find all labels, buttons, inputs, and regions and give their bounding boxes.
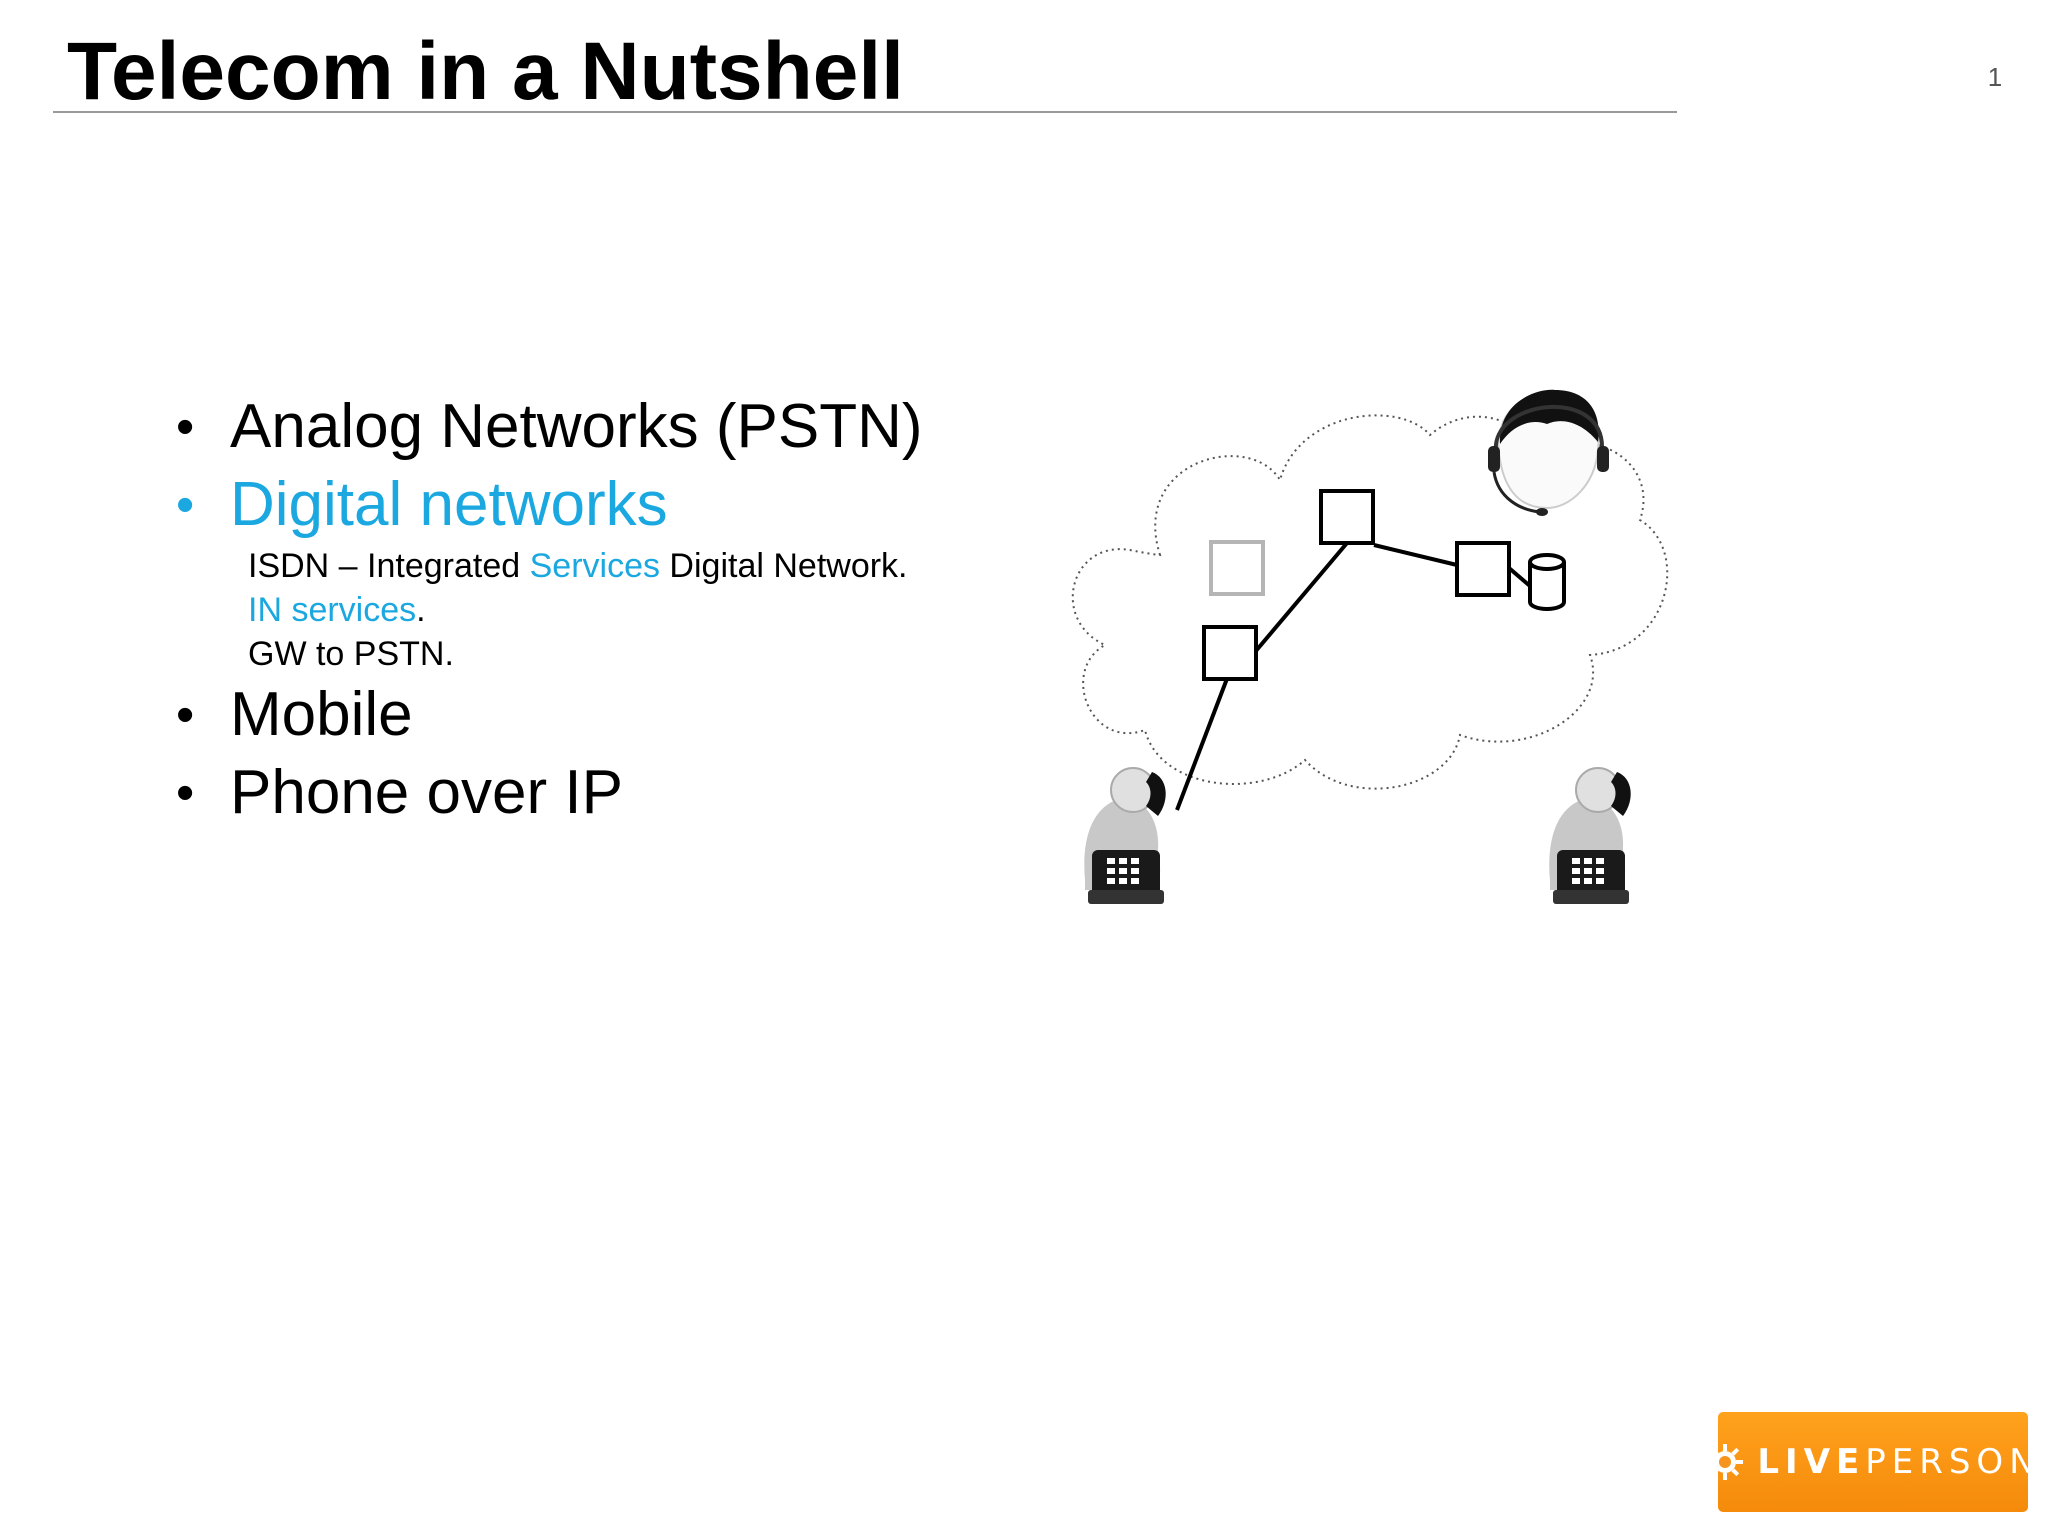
idle-switch-node	[1209, 540, 1265, 596]
title-divider	[53, 111, 1677, 113]
isdn-prefix: ISDN – Integrated	[248, 547, 530, 585]
operator-headset-icon	[1488, 389, 1609, 516]
logo-text-person: PERSON	[1865, 1442, 2041, 1482]
bullet-marker: •	[176, 398, 195, 456]
bullet-text: Phone over IP	[230, 758, 623, 827]
slide-number: 1	[1987, 62, 2003, 92]
database-icon	[1528, 553, 1566, 611]
subitem-in-services: IN services.	[248, 588, 1072, 632]
bullet-list: • Analog Networks (PSTN) • Digital netwo…	[172, 388, 1072, 832]
bullet-phone-over-ip: • Phone over IP	[172, 754, 1072, 832]
slide-title: Telecom in a Nutshell	[67, 26, 904, 117]
bullet-marker: •	[176, 686, 195, 744]
bullet-text: Mobile	[230, 680, 413, 749]
in-services-suffix: .	[416, 591, 426, 629]
network-diagram	[1071, 389, 1669, 904]
in-services-highlight: IN services	[248, 591, 417, 629]
bullet-digital-networks: • Digital networks	[172, 466, 1072, 544]
bullet-text: Analog Networks (PSTN)	[230, 392, 923, 461]
logo-wordmark: LIVEPERSON	[1757, 1442, 2040, 1482]
liveperson-logo: LIVEPERSON	[1707, 1412, 2035, 1512]
callee-phone-icon	[1549, 767, 1631, 904]
switch-node-b	[1319, 489, 1375, 545]
bullet-marker: •	[176, 764, 195, 822]
sun-logo-icon	[1707, 1444, 1744, 1480]
subitem-gw: GW to PSTN.	[248, 635, 454, 673]
bullet-analog-networks: • Analog Networks (PSTN)	[172, 388, 1072, 466]
bullet-marker: •	[176, 476, 195, 534]
digital-subitems: ISDN – Integrated Services Digital Netwo…	[172, 544, 1072, 676]
bullet-text: Digital networks	[230, 470, 668, 539]
subitem-isdn: ISDN – Integrated Services Digital Netwo…	[248, 544, 1072, 588]
isdn-suffix: Digital Network.	[659, 547, 908, 585]
switch-node-a	[1202, 625, 1258, 681]
caller-phone-icon	[1084, 767, 1166, 904]
switch-node-c	[1455, 541, 1511, 597]
network-links	[1175, 541, 1532, 811]
logo-text-live: LIVE	[1757, 1442, 1866, 1482]
isdn-highlight: Services	[529, 547, 660, 585]
bullet-mobile: • Mobile	[172, 676, 1072, 754]
